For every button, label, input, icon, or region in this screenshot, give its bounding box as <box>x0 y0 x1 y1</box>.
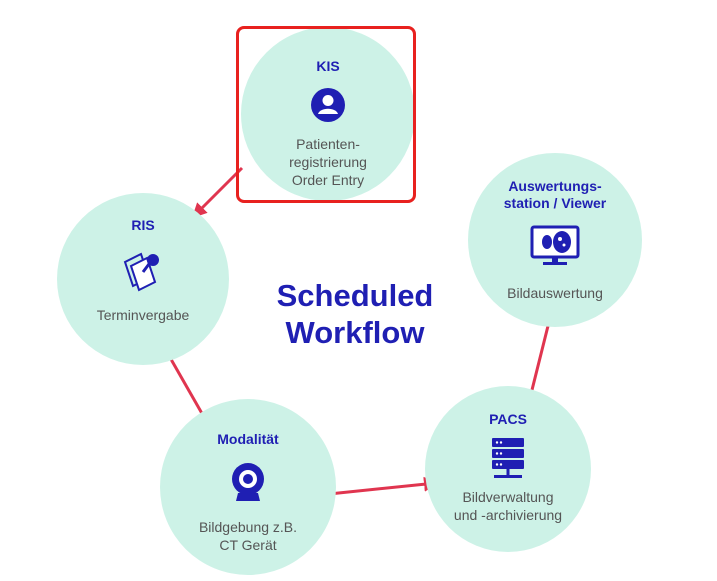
arrow-modalitaet-to-pacs <box>328 476 439 496</box>
node-modalitaet-desc: Bildgebung z.B. CT Gerät <box>198 519 298 553</box>
node-viewer-title: Auswertungs- station / Viewer <box>503 178 607 211</box>
node-modalitaet: Modalität Bildgebung z.B. CT Gerät <box>160 399 336 575</box>
node-pacs: PACS Bildverwaltung und -archivierung <box>425 386 591 552</box>
node-ris-title: RIS <box>131 217 155 233</box>
node-pacs-desc: Bildverwaltung und -archivierung <box>453 489 563 523</box>
notes-pin-icon <box>123 252 159 292</box>
node-modalitaet-title: Modalität <box>217 431 279 447</box>
node-pacs-title: PACS <box>489 411 527 427</box>
node-kis: KIS Patienten- registrierung Order Entry <box>241 27 415 201</box>
node-kis-title: KIS <box>316 58 340 74</box>
node-ris-desc: Terminvergabe <box>96 307 190 323</box>
node-viewer-desc: Bildauswertung <box>507 285 603 301</box>
server-icon <box>492 438 524 478</box>
arrow-kis-to-ris <box>191 166 244 219</box>
monitor-icon <box>530 225 580 265</box>
node-kis-desc: Patienten- registrierung Order Entry <box>289 136 367 188</box>
highlight-frame <box>236 26 416 203</box>
node-viewer: Auswertungs- station / Viewer Bildauswer… <box>468 153 642 327</box>
node-ris: RIS Terminvergabe <box>57 193 229 365</box>
user-icon <box>311 88 345 122</box>
camera-icon <box>232 463 264 501</box>
diagram-title: Scheduled Workflow <box>276 278 434 350</box>
